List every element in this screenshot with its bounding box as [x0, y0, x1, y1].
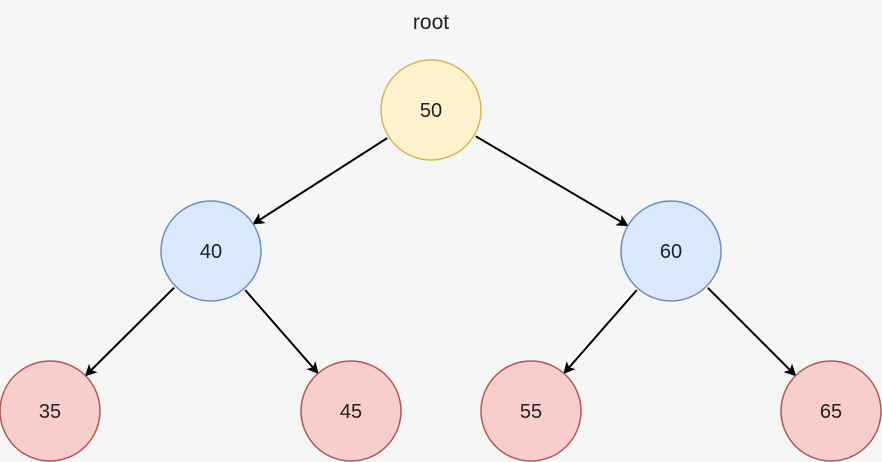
tree-node-45: 45	[300, 360, 402, 462]
node-label: 55	[520, 401, 542, 423]
tree-node-35: 35	[0, 360, 101, 462]
node-label: 65	[820, 401, 842, 423]
node-circle	[160, 200, 262, 302]
tree-node-65: 65	[780, 360, 882, 462]
tree-node-55: 55	[480, 360, 582, 462]
node-label: 45	[340, 401, 362, 423]
edge-n60-n65	[707, 287, 797, 377]
node-circle	[380, 59, 482, 161]
tree-node-40: 40	[160, 200, 262, 302]
node-label: 40	[200, 241, 222, 263]
root-caption: root	[413, 11, 449, 34]
node-label: 60	[660, 241, 682, 263]
nodes-layer: 50 40 60 35 45 55 65	[0, 59, 882, 462]
node-circle	[780, 360, 882, 462]
edges-layer	[84, 135, 797, 377]
node-label: 50	[420, 100, 442, 122]
edge-n60-n55	[563, 289, 638, 375]
tree-node-50: 50	[380, 59, 482, 161]
edge-n40-n35	[84, 286, 175, 377]
tree-node-60: 60	[620, 200, 722, 302]
edge-n40-n45	[244, 289, 319, 375]
edge-n50-n60	[475, 135, 629, 227]
node-circle	[300, 360, 402, 462]
node-circle	[0, 360, 101, 462]
node-circle	[620, 200, 722, 302]
edge-n50-n40	[252, 137, 388, 225]
node-label: 35	[39, 401, 61, 423]
node-circle	[480, 360, 582, 462]
